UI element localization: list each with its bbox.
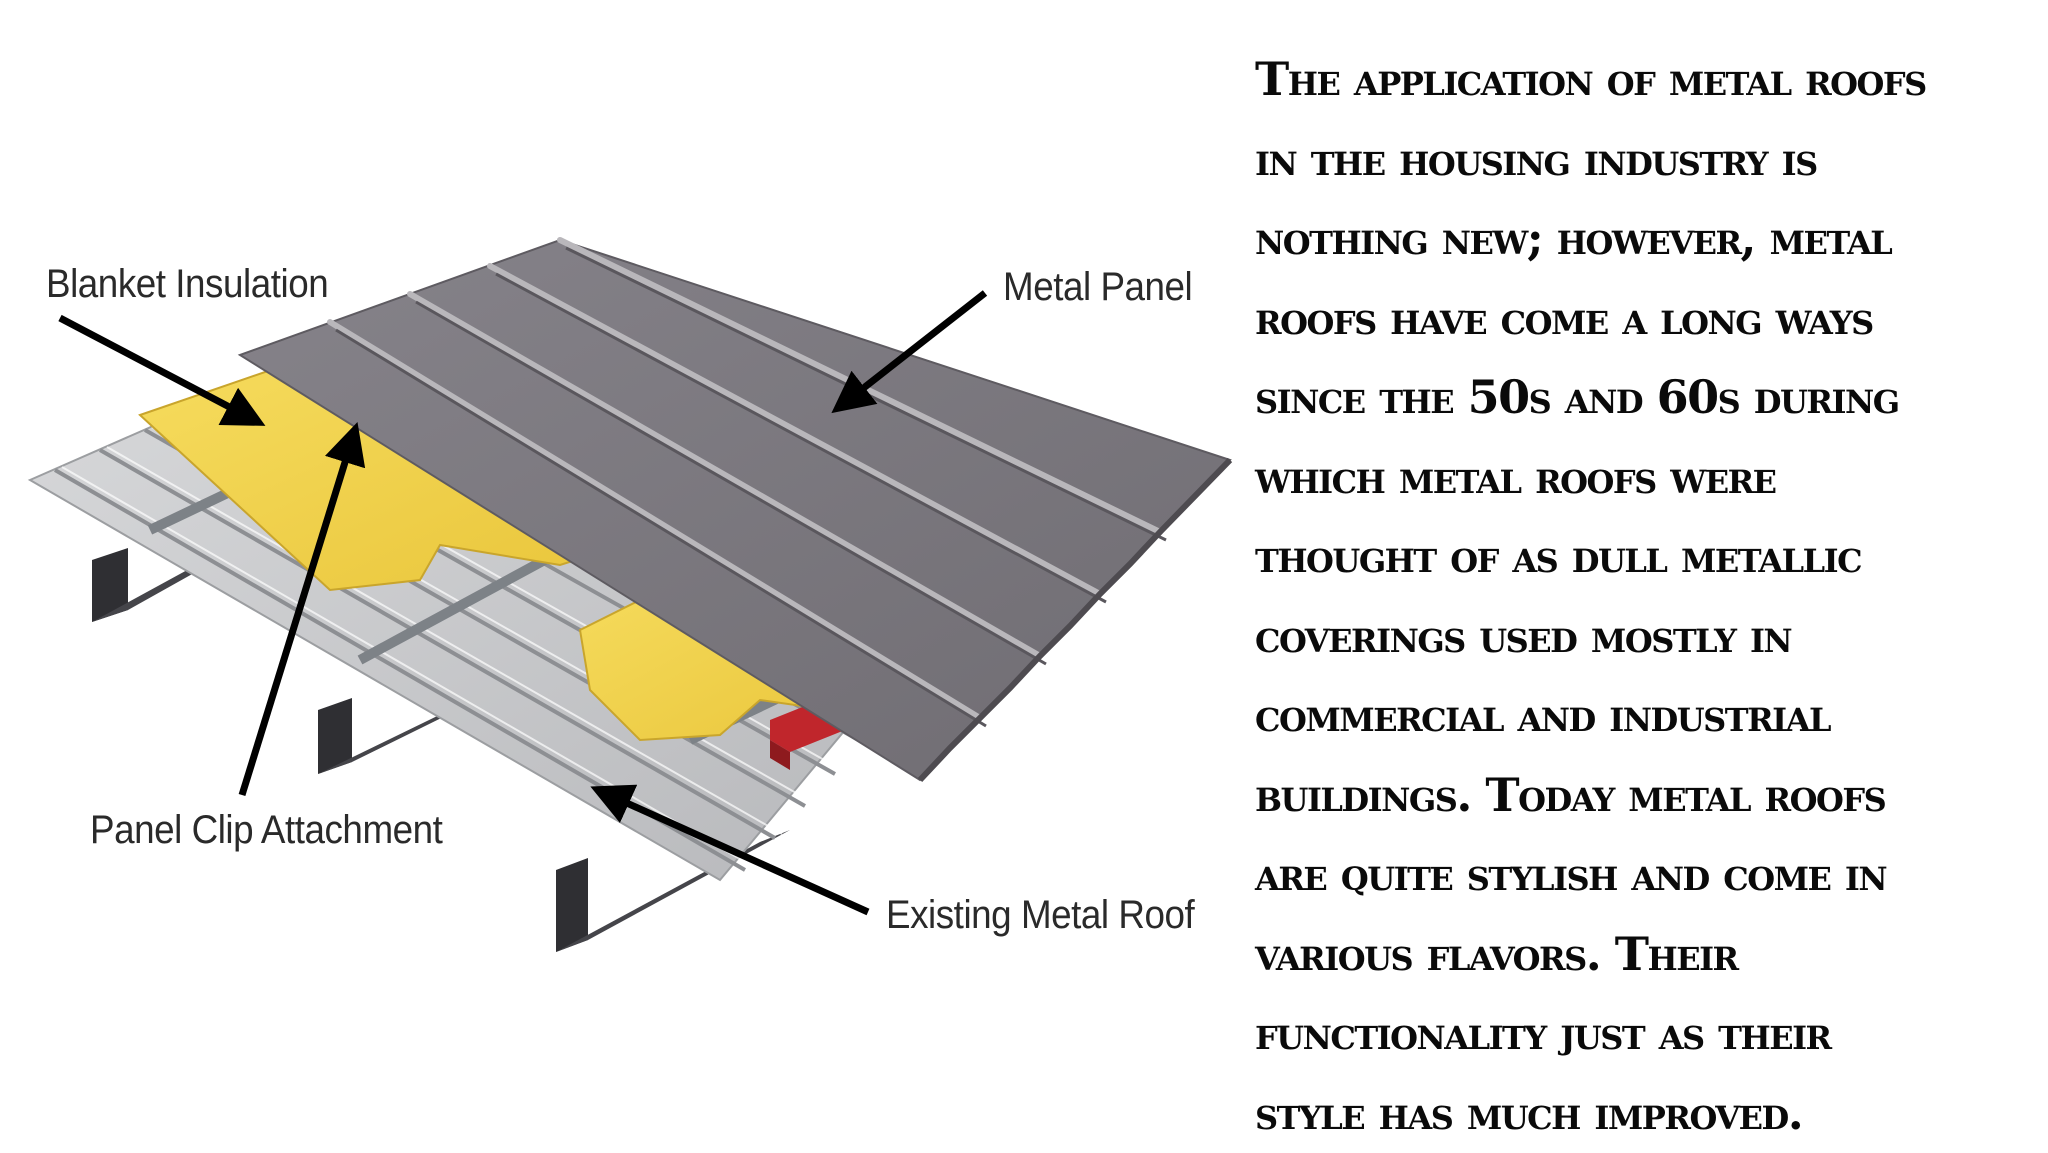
paragraph-line: thought of as dull metallic xyxy=(1255,517,2045,597)
label-existing-metal-roof: Existing Metal Roof xyxy=(886,893,1194,938)
roof-cross-section-diagram xyxy=(0,0,1240,1152)
description-paragraph: The application of metal roofs in the ho… xyxy=(1255,40,2045,1153)
paragraph-line: buildings. Today metal roofs xyxy=(1255,756,2045,836)
paragraph-line: since the 50s and 60s during xyxy=(1255,358,2045,438)
paragraph-line: style has much improved. xyxy=(1255,1074,2045,1153)
paragraph-line: which metal roofs were xyxy=(1255,438,2045,518)
paragraph-line: The application of metal roofs xyxy=(1255,40,2045,120)
paragraph-line: are quite stylish and come in xyxy=(1255,835,2045,915)
label-panel-clip-attachment: Panel Clip Attachment xyxy=(90,808,442,853)
paragraph-line: various flavors. Their xyxy=(1255,915,2045,995)
paragraph-line: in the housing industry is xyxy=(1255,120,2045,200)
paragraph-line: commercial and industrial xyxy=(1255,676,2045,756)
arrow-blanket-insulation xyxy=(60,318,258,422)
paragraph-line: roofs have come a long ways xyxy=(1255,279,2045,359)
paragraph-line: coverings used mostly in xyxy=(1255,597,2045,677)
paragraph-line: functionality just as their xyxy=(1255,994,2045,1074)
label-metal-panel: Metal Panel xyxy=(1003,265,1192,310)
label-blanket-insulation: Blanket Insulation xyxy=(46,262,328,307)
paragraph-line: nothing new; however, metal xyxy=(1255,199,2045,279)
